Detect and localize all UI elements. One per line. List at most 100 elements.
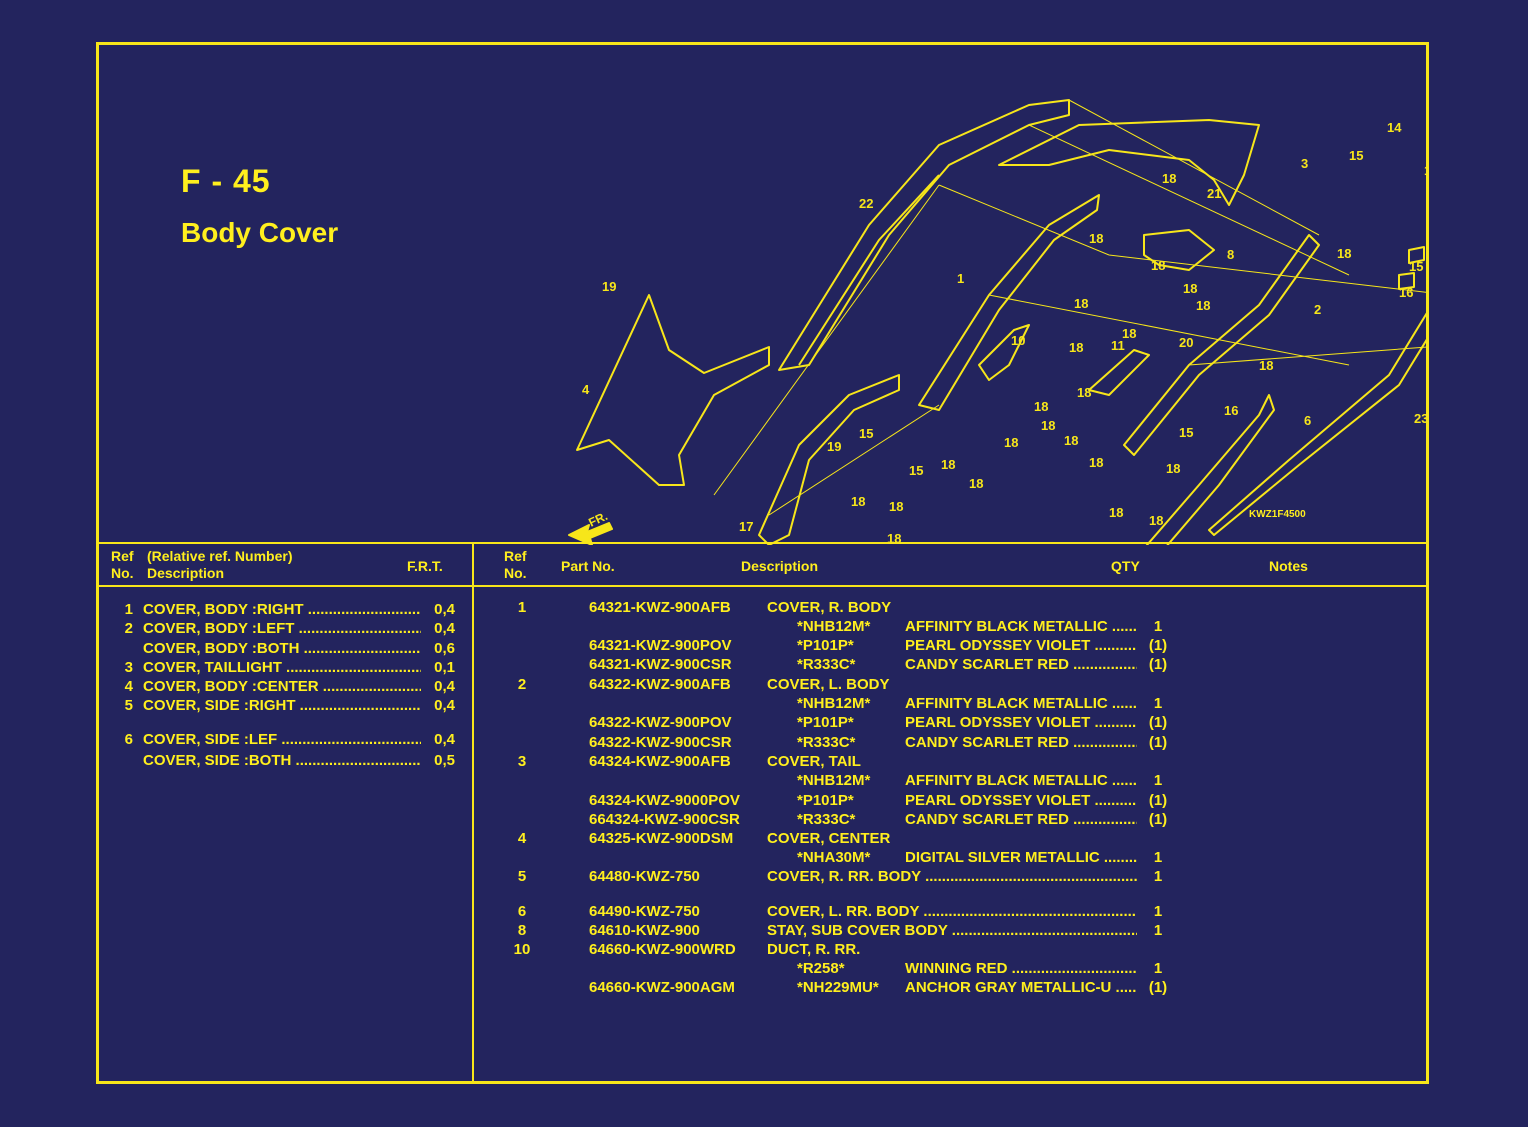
row-frt: 0,6 <box>421 639 455 658</box>
callout-18: 18 <box>1034 399 1048 414</box>
callout-18: 18 <box>1259 358 1273 373</box>
row-qty: 1 <box>1143 848 1173 867</box>
row-color-name: CANDY SCARLET RED <box>905 733 1137 752</box>
callout-23: 23 <box>1414 411 1428 426</box>
row-qty: (1) <box>1143 810 1173 829</box>
row-ref: 1 <box>517 599 527 616</box>
row-part-number: 64322-KWZ-900CSR <box>589 734 732 751</box>
part-center-cover-shape <box>576 294 770 486</box>
right-notes-header: Notes <box>1269 558 1308 574</box>
figure-title: Body Cover <box>181 217 339 248</box>
callout-21: 21 <box>1207 186 1221 201</box>
callout-18: 18 <box>887 531 901 545</box>
parts-table-row: *NHB12M*AFFINITY BLACK METALLIC1 <box>499 694 1449 713</box>
right-ref-header: Ref No. <box>504 548 527 581</box>
parts-table-row: *NHB12M*AFFINITY BLACK METALLIC1 <box>499 771 1449 790</box>
callout-3: 3 <box>1301 156 1308 171</box>
row-color-code: *R333C* <box>797 811 856 828</box>
row-qty: 1 <box>1143 617 1173 636</box>
callout-18: 18 <box>1041 418 1055 433</box>
callout-6: 6 <box>1304 413 1311 428</box>
row-color-name: CANDY SCARLET RED <box>905 655 1137 674</box>
parts-table-row: 64322-KWZ-900CSR*R333C*CANDY SCARLET RED… <box>499 733 1449 752</box>
row-frt: 0,4 <box>421 730 455 749</box>
row-qty: 1 <box>1143 902 1173 921</box>
row-description: COVER, TAILLIGHT <box>143 658 443 677</box>
row-ref: 8 <box>517 922 527 939</box>
row-description: COVER, L. BODY <box>767 676 890 693</box>
parts-table-row: *NHA30M*DIGITAL SILVER METALLIC1 <box>499 848 1449 867</box>
row-part-number: 64610-KWZ-900 <box>589 922 700 939</box>
callout-18: 18 <box>1424 163 1429 178</box>
callout-4: 4 <box>582 382 590 397</box>
row-ref: 3 <box>517 753 527 770</box>
part-tail-cover-shape <box>998 119 1260 206</box>
callout-18: 18 <box>1089 455 1103 470</box>
row-color-name: CANDY SCARLET RED <box>905 810 1137 829</box>
parts-table-row: 64321-KWZ-900CSR *R333C* CANDY SCARLET RED… <box>499 655 1449 674</box>
row-ref: 6 <box>124 731 133 748</box>
row-description: COVER, SIDE :LEF <box>143 730 443 749</box>
table-header-rule <box>99 585 1426 587</box>
callout-18: 18 <box>1196 298 1210 313</box>
row-color-code: *NHA30M* <box>797 849 871 866</box>
row-description: COVER, BODY :LEFT <box>143 619 443 638</box>
row-part-number: 64660-KWZ-900AGM <box>589 979 735 996</box>
row-description: COVER, BODY :CENTER <box>143 677 443 696</box>
left-table-row: 6 COVER, SIDE :LEF0,4 <box>119 730 455 749</box>
row-part-number: 64322-KWZ-900POV <box>589 714 732 731</box>
row-qty: 1 <box>1143 959 1173 978</box>
parts-table-row: *R258* WINNING RED 1 <box>499 959 1449 978</box>
callout-18: 18 <box>1089 231 1103 246</box>
row-color-code: *NH229MU* <box>797 979 879 996</box>
row-part-number: 64321-KWZ-900CSR <box>589 656 732 673</box>
callout-15: 15 <box>909 463 923 478</box>
row-description: COVER, BODY :RIGHT <box>143 600 443 619</box>
callout-18: 18 <box>969 476 983 491</box>
row-qty: 1 <box>1143 771 1173 790</box>
callout-18: 18 <box>941 457 955 472</box>
row-part-number: 64490-KWZ-750 <box>589 903 700 920</box>
row-color-name: PEARL ODYSSEY VIOLET <box>905 713 1137 732</box>
right-part-header: Part No. <box>561 558 615 574</box>
callout-18: 18 <box>1151 258 1165 273</box>
table-divider <box>472 542 474 1081</box>
row-color-name: WINNING RED <box>905 959 1137 978</box>
row-color-code: *R333C* <box>797 656 856 673</box>
callout-19: 19 <box>827 439 841 454</box>
row-part-number: 64480-KWZ-750 <box>589 868 700 885</box>
row-color-code: *R258* <box>797 960 845 977</box>
part-right-side-cover-shape <box>758 374 900 545</box>
callout-18: 18 <box>1183 281 1197 296</box>
callout-18: 18 <box>851 494 865 509</box>
row-description: COVER, L. RR. BODY <box>767 902 1137 921</box>
row-part-number: 64660-KWZ-900WRD <box>589 941 736 958</box>
left-frt-header: F.R.T. <box>407 558 443 574</box>
parts-table-row: 64324-KWZ-9000POV*P101P*PEARL ODYSSEY VI… <box>499 791 1449 810</box>
callout-15: 15 <box>1409 259 1423 274</box>
part-rail-inner-shape <box>798 174 940 366</box>
callout-18: 18 <box>1004 435 1018 450</box>
part-rear-rail-shape <box>778 99 1070 371</box>
row-frt: 0,5 <box>421 751 455 770</box>
callout-2: 2 <box>1314 302 1321 317</box>
row-qty: (1) <box>1143 733 1173 752</box>
left-table-row: COVER, BODY :BOTH0,6 <box>119 639 455 658</box>
parts-frame: F - 45 Body Cover <box>96 42 1429 1084</box>
callout-1: 1 <box>957 271 964 286</box>
row-color-code: *P101P* <box>797 714 854 731</box>
row-ref: 2 <box>517 676 527 693</box>
left-table-row: COVER, SIDE :BOTH0,5 <box>119 751 455 770</box>
parts-table-row: 664324-KWZ-900CSR*R333C*CANDY SCARLET RE… <box>499 810 1449 829</box>
callout-8: 8 <box>1227 247 1234 262</box>
row-part-number: 64322-KWZ-900AFB <box>589 676 731 693</box>
